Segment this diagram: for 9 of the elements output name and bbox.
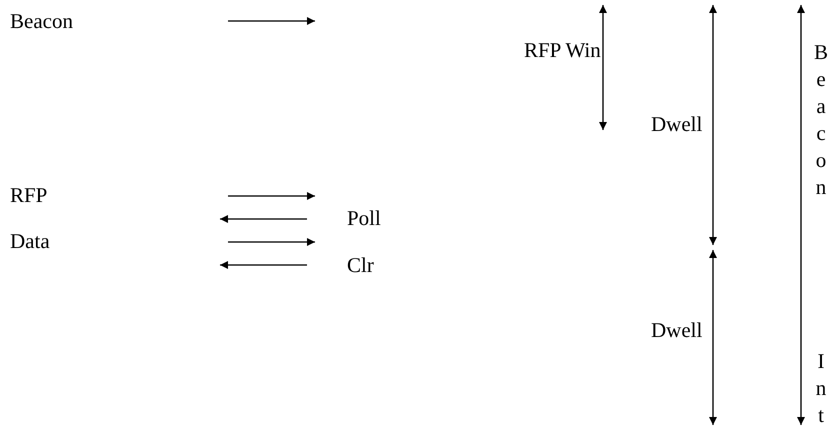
label: Dwell	[651, 112, 702, 136]
label: Poll	[347, 206, 381, 230]
label: RFP Win	[524, 38, 601, 62]
label: Clr	[347, 253, 374, 277]
vertical-label: Beacon Int	[809, 40, 832, 430]
label: Beacon	[10, 9, 73, 33]
label: Dwell	[651, 318, 702, 342]
label: RFP	[10, 183, 48, 207]
label: Data	[10, 229, 50, 253]
